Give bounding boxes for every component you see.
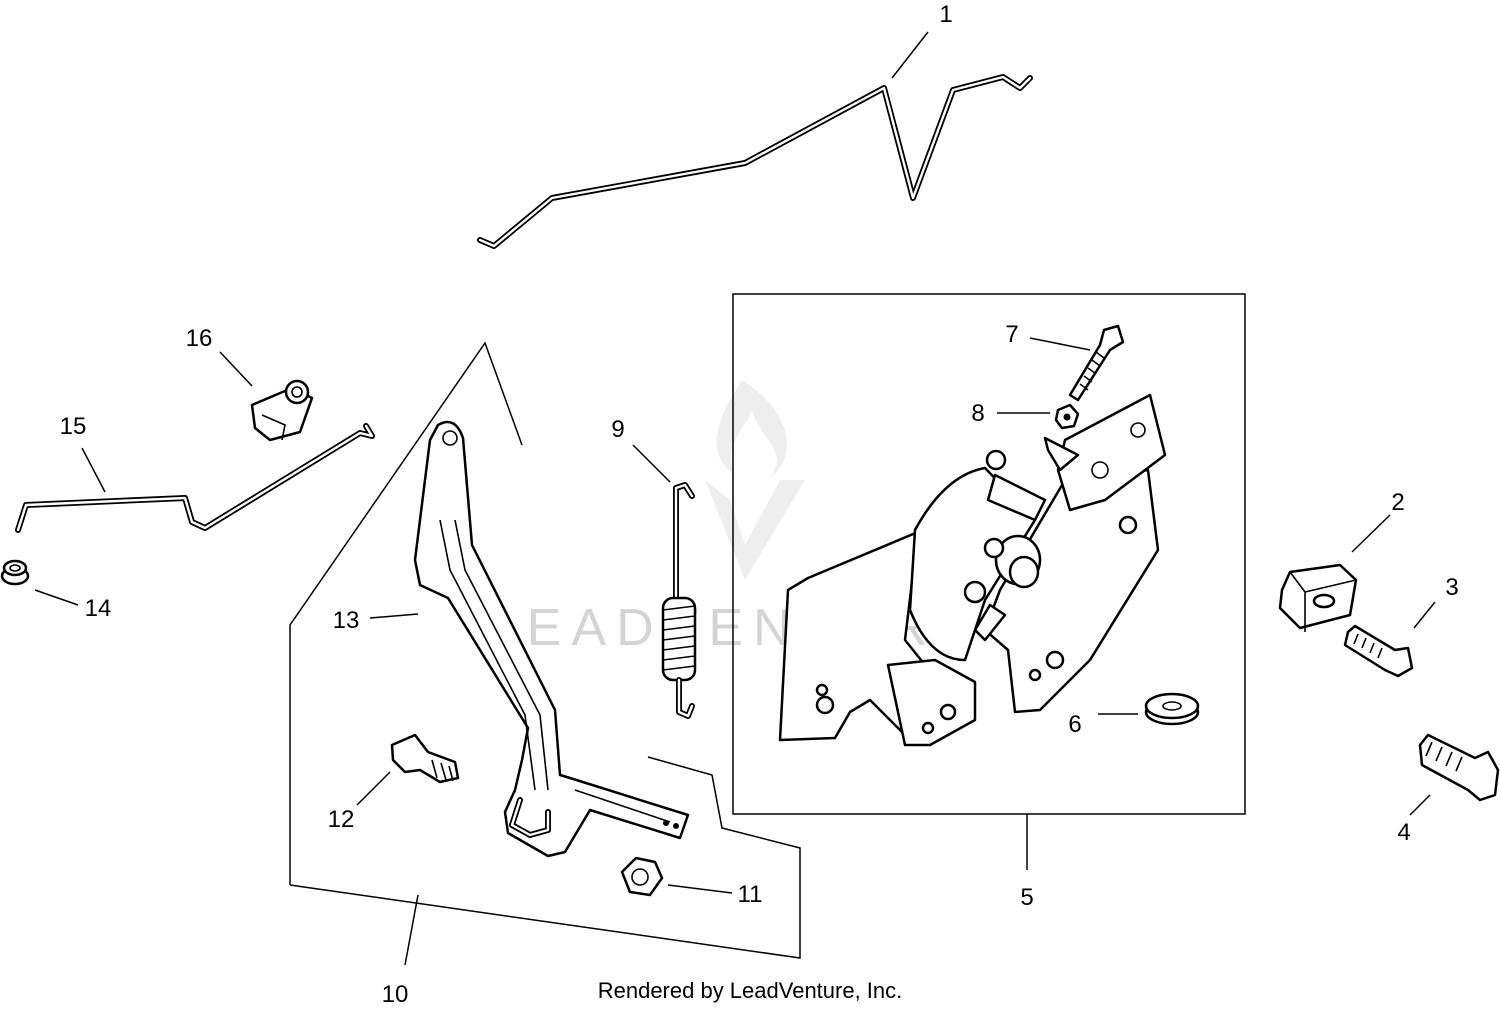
callout-1: 1 (939, 1, 952, 28)
rod-clip (250, 379, 314, 442)
callout-10: 10 (382, 981, 409, 1008)
clip-nut (1278, 563, 1358, 632)
callout-7: 7 (1005, 321, 1018, 348)
render-credit: Rendered by LeadVenture, Inc. (598, 978, 903, 1003)
small-nut (1054, 403, 1080, 430)
control-plate-box (732, 293, 1246, 815)
leader-lines (34, 31, 1436, 966)
washer (1144, 692, 1200, 726)
assembly-outline (289, 341, 801, 959)
callout-15: 15 (60, 413, 87, 440)
callout-5: 5 (1020, 884, 1033, 911)
callout-8: 8 (971, 400, 984, 427)
governor-rod (15, 423, 375, 533)
callout-16: 16 (186, 325, 213, 352)
callout-14: 14 (85, 595, 112, 622)
hex-bolt (1068, 324, 1125, 402)
control-lever (413, 420, 690, 858)
throttle-rod (477, 74, 1033, 249)
shoulder-bolt (390, 733, 460, 784)
lock-nut (620, 856, 664, 897)
flange-bolt (1418, 733, 1500, 802)
watermark-logo (705, 380, 805, 580)
callout-9: 9 (611, 416, 624, 443)
control-plate-assembly (778, 393, 1167, 747)
callout-2: 2 (1391, 489, 1404, 516)
callout-3: 3 (1445, 574, 1458, 601)
callout-13: 13 (333, 607, 360, 634)
extension-spring (661, 482, 697, 719)
callout-11: 11 (738, 881, 763, 908)
callout-6: 6 (1068, 711, 1081, 738)
callout-12: 12 (328, 806, 355, 833)
short-bolt (1343, 624, 1414, 678)
bushing (0, 559, 30, 586)
callout-4: 4 (1397, 819, 1410, 846)
